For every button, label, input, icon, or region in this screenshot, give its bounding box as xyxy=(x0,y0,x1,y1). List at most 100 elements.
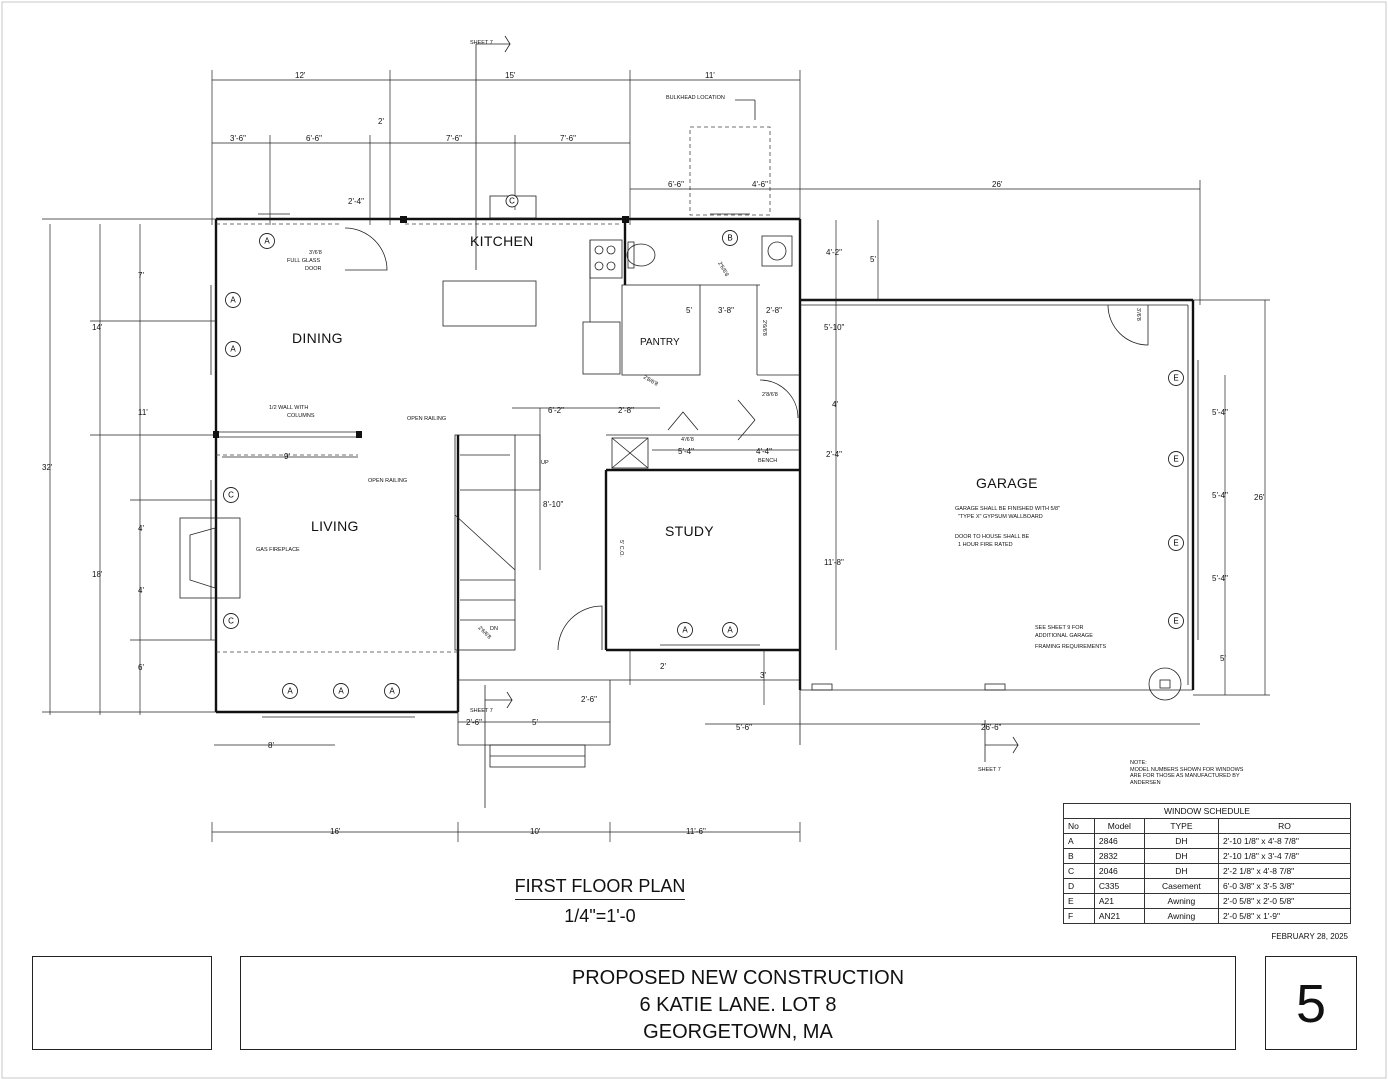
window-tag-a: A xyxy=(259,233,275,249)
column-header: TYPE xyxy=(1143,818,1220,834)
svg-text:A: A xyxy=(230,296,236,305)
room-label-dining: DINING xyxy=(292,330,343,346)
window-schedule-title: WINDOW SCHEDULE xyxy=(1063,803,1351,819)
table-cell: A xyxy=(1063,833,1095,849)
window-tag-e: E xyxy=(1168,451,1184,467)
table-cell: E xyxy=(1063,893,1095,909)
table-cell: D xyxy=(1063,878,1095,894)
column-header: No xyxy=(1063,818,1095,834)
svg-text:3'-8": 3'-8" xyxy=(718,306,734,315)
table-cell: 2'-10 1/8" x 4'-8 7/8" xyxy=(1218,833,1351,849)
svg-text:15': 15' xyxy=(505,71,516,80)
svg-text:C: C xyxy=(228,617,234,626)
svg-text:5': 5' xyxy=(686,306,692,315)
table-cell: DH xyxy=(1143,863,1220,879)
title-block-logo-box xyxy=(32,956,212,1050)
svg-text:A: A xyxy=(338,687,344,696)
svg-text:2'-6": 2'-6" xyxy=(466,718,482,727)
svg-text:26': 26' xyxy=(1254,493,1265,502)
svg-text:4'-2": 4'-2" xyxy=(826,248,842,257)
glass-door-note: 3'/6'8 xyxy=(309,250,322,256)
glass-door-note: FULL GLASS xyxy=(287,258,320,264)
svg-text:5'-10": 5'-10" xyxy=(824,323,845,332)
room-label-living: LIVING xyxy=(311,518,359,534)
svg-text:3'-6": 3'-6" xyxy=(230,134,246,143)
svg-text:5': 5' xyxy=(1220,654,1226,663)
svg-text:4'-6": 4'-6" xyxy=(752,180,768,189)
garage-note: 1 HOUR FIRE RATED xyxy=(958,542,1013,548)
table-cell: Awning xyxy=(1143,893,1220,909)
title-block-project: PROPOSED NEW CONSTRUCTION 6 KATIE LANE. … xyxy=(240,956,1236,1050)
table-cell: 2832 xyxy=(1093,848,1145,864)
svg-text:2'-6": 2'-6" xyxy=(581,695,597,704)
svg-text:6'-6": 6'-6" xyxy=(306,134,322,143)
table-cell: 6'-0 3/8" x 3'-5 3/8" xyxy=(1218,878,1351,894)
interior-walls xyxy=(179,99,1199,718)
table-row: E A21 Awning 2'-0 5/8" x 2'-0 5/8" xyxy=(1063,893,1351,909)
glass-door-note: DOOR xyxy=(305,266,322,272)
bench-note: BENCH xyxy=(758,458,777,464)
table-cell: 2'-10 1/8" x 3'-4 7/8" xyxy=(1218,848,1351,864)
open-railing-note: OPEN RAILING xyxy=(368,478,407,484)
table-cell: 2'-0 5/8" x 2'-0 5/8" xyxy=(1218,893,1351,909)
svg-text:14': 14' xyxy=(92,323,103,332)
svg-text:5'-4": 5'-4" xyxy=(1212,491,1228,500)
drawing-date: FEBRUARY 28, 2025 xyxy=(1271,932,1348,941)
garage-note: DOOR TO HOUSE SHALL BE xyxy=(955,534,1030,540)
plan-scale: 1/4"=1'-0 xyxy=(564,906,636,926)
table-cell: Awning xyxy=(1143,908,1220,924)
svg-text:10': 10' xyxy=(530,827,541,836)
svg-text:A: A xyxy=(682,626,688,635)
table-cell: A21 xyxy=(1093,893,1145,909)
window-tag-e: E xyxy=(1168,535,1184,551)
room-label-pantry: PANTRY xyxy=(640,337,680,348)
table-cell: Casement xyxy=(1143,878,1220,894)
window-tag-e: E xyxy=(1168,613,1184,629)
svg-text:B: B xyxy=(727,234,732,243)
fireplace-note: GAS FIREPLACE xyxy=(256,547,300,553)
table-cell: F xyxy=(1063,908,1095,924)
section-mark-label: SHEET 7 xyxy=(470,708,493,714)
svg-text:4': 4' xyxy=(832,400,838,409)
table-row: C 2046 DH 2'-2 1/8" x 4'-8 7/8" xyxy=(1063,863,1351,879)
svg-text:E: E xyxy=(1173,539,1178,548)
section-mark-label: SHEET 7 xyxy=(978,767,1001,773)
svg-text:5'-4": 5'-4" xyxy=(678,447,694,456)
svg-text:12': 12' xyxy=(295,71,306,80)
table-row: B 2832 DH 2'-10 1/8" x 3'-4 7/8" xyxy=(1063,848,1351,864)
sheet9-note: FRAMING REQUIREMENTS xyxy=(1035,644,1107,650)
svg-text:4'-4": 4'-4" xyxy=(756,447,772,456)
plan-title-text: FIRST FLOOR PLAN xyxy=(514,876,686,900)
svg-text:4': 4' xyxy=(138,524,144,533)
svg-text:E: E xyxy=(1173,617,1178,626)
garage-walls xyxy=(798,298,1195,701)
dimension-labels: 12' 15' 11' 3'-6" 6'-6" 2' 7'-6" 7'-6" 2… xyxy=(42,71,1265,836)
note-line: NOTE: xyxy=(1130,760,1147,766)
svg-text:2'-4": 2'-4" xyxy=(826,450,842,459)
svg-text:11'-6": 11'-6" xyxy=(686,827,706,836)
svg-text:5': 5' xyxy=(870,255,876,264)
note-line: ARE FOR THOSE AS MANUFACTURED BY xyxy=(1130,773,1240,779)
svg-text:2'-8": 2'-8" xyxy=(766,306,782,315)
note-line: MODEL NUMBERS SHOWN FOR WINDOWS xyxy=(1130,766,1244,773)
door-size-note: 3'/6'8 xyxy=(1135,308,1141,321)
project-line: 6 KATIE LANE. LOT 8 xyxy=(639,994,837,1016)
table-row: F AN21 Awning 2'-0 5/8" x 1'-9" xyxy=(1063,908,1351,924)
table-cell: DH xyxy=(1143,848,1220,864)
svg-text:5'-4": 5'-4" xyxy=(1212,408,1228,417)
svg-text:26'-6": 26'-6" xyxy=(981,723,1002,732)
svg-text:A: A xyxy=(727,626,733,635)
svg-text:7': 7' xyxy=(138,271,144,280)
table-header-row: No Model TYPE RO xyxy=(1063,818,1351,834)
svg-text:6': 6' xyxy=(138,663,144,672)
column-header: Model xyxy=(1093,818,1145,834)
bulkhead-note: BULKHEAD LOCATION xyxy=(666,95,725,101)
table-row: A 2846 DH 2'-10 1/8" x 4'-8 7/8" xyxy=(1063,833,1351,849)
door-size-note: 2'6/6'8 xyxy=(716,261,729,278)
window-tag-a: A xyxy=(225,292,241,308)
table-cell: DH xyxy=(1143,833,1220,849)
svg-text:11': 11' xyxy=(705,71,715,80)
svg-text:16': 16' xyxy=(330,827,341,836)
svg-text:11': 11' xyxy=(138,408,148,417)
door-size-note: 2'6/6'8 xyxy=(761,320,767,336)
